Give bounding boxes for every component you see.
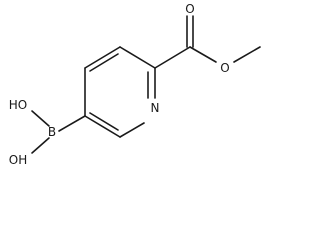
bond-c2-c3 xyxy=(119,46,156,69)
bond-c5-c6 xyxy=(84,115,121,138)
hydroxyl-lower-label: OH xyxy=(9,153,27,167)
chemical-structure-diagram: N O O B HO OH xyxy=(9,2,261,167)
bond-c5-b xyxy=(58,115,86,132)
bond-c3-c4-inner xyxy=(89,53,119,72)
carbonyl-oxygen-label: O xyxy=(185,2,194,16)
boronic-acid-group xyxy=(31,110,86,154)
bond-b-oh-lower xyxy=(31,137,50,154)
methyl-ester-group xyxy=(154,15,261,69)
pyridine-ring xyxy=(84,46,156,138)
bond-carbonyl-c-ester-o xyxy=(189,46,217,63)
hydroxyl-upper-label: HO xyxy=(9,98,27,112)
bond-c6-n xyxy=(119,122,145,138)
bond-ester-o-methyl xyxy=(233,46,261,63)
boron-label: B xyxy=(48,125,56,139)
ring-nitrogen-label: N xyxy=(151,101,160,115)
bond-c2-carbonyl-c xyxy=(154,46,191,69)
bond-c3-c4 xyxy=(84,46,121,69)
bond-c5-c6-inner xyxy=(89,112,119,131)
bond-b-oh-upper xyxy=(31,110,50,127)
ester-oxygen-label: O xyxy=(220,61,229,75)
